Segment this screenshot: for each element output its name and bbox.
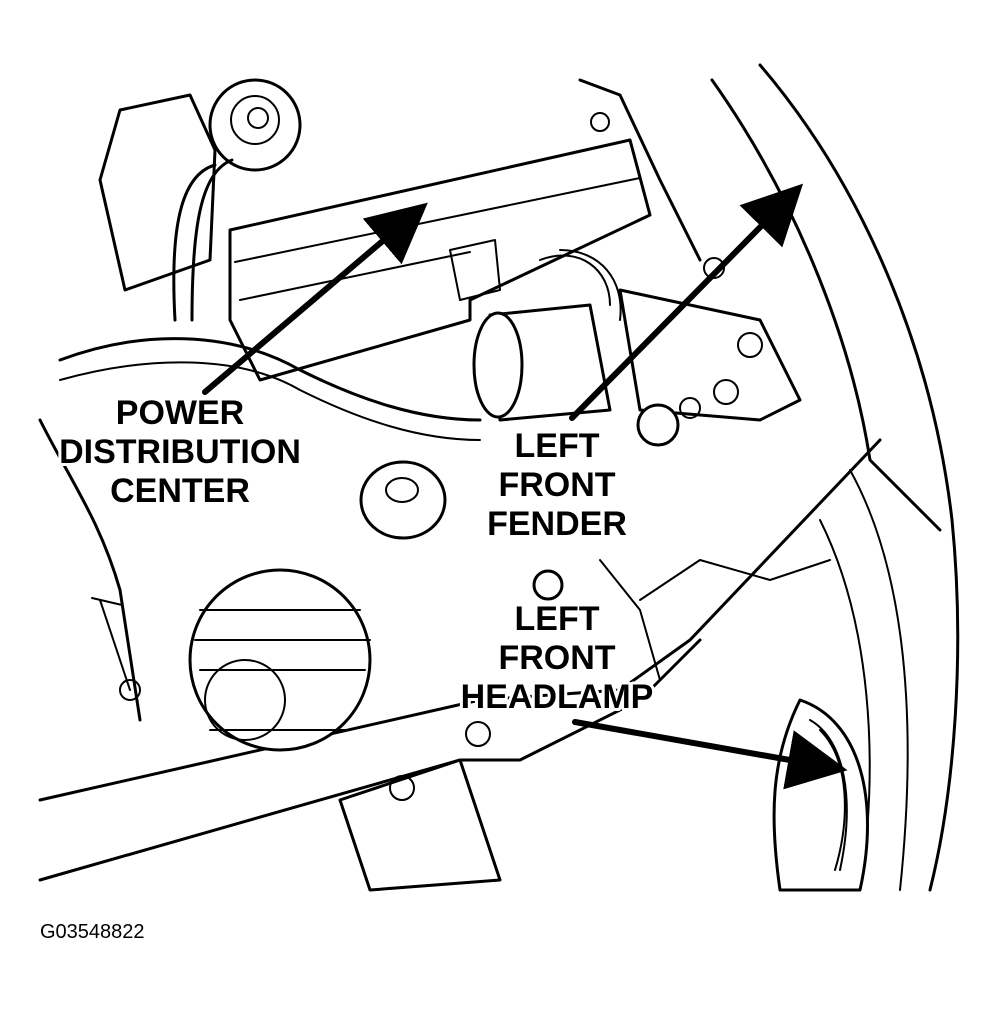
- oil-filler-cap-center: [385, 477, 419, 503]
- tensioner-bolt: [119, 679, 141, 701]
- fender-leader-arrow: [569, 183, 804, 421]
- callout-pdc-line-2: DISTRIBUTION: [59, 433, 301, 471]
- engine-block-left: [38, 418, 142, 722]
- fender-bolt-3: [679, 397, 701, 419]
- fender-inner-edge: [710, 78, 942, 532]
- lower-bracket: [338, 758, 502, 892]
- fender-bolt-2: [713, 379, 739, 405]
- overflow-hose: [172, 158, 234, 322]
- fender-bolt-1: [737, 332, 763, 358]
- reservoir-cap-center: [247, 107, 269, 129]
- large-bolt-head: [636, 403, 680, 447]
- support-bracket: [599, 559, 831, 681]
- reservoir-cap-inner: [230, 95, 280, 145]
- vacuum-hose: [539, 249, 622, 321]
- tensioner-arm: [91, 597, 131, 691]
- pdc-leader-arrow: [202, 202, 428, 395]
- bracket-bolt-1: [389, 775, 415, 801]
- hinge-bolt: [590, 112, 610, 132]
- callout-headlamp-line-1: LEFT: [515, 600, 600, 638]
- wiring-harness-2: [59, 361, 481, 441]
- callout-pdc-line-1: POWER: [116, 394, 244, 432]
- oil-filler-cap: [359, 460, 447, 540]
- fender-outer-edge: [758, 63, 960, 892]
- reservoir-cap-outer: [208, 78, 302, 172]
- fender-mount-bracket: [618, 288, 802, 422]
- callout-fender-line-1: LEFT: [515, 427, 600, 465]
- hood-hinge: [578, 78, 702, 262]
- pdc-lid-edge: [234, 177, 641, 301]
- pdc-latch: [449, 239, 501, 301]
- callout-left-front-headlamp: LEFT FRONT HEADLAMP: [458, 597, 657, 719]
- callout-fender-line-2: FRONT: [498, 466, 615, 504]
- callout-power-distribution-center: POWER DISTRIBUTION CENTER: [56, 391, 304, 513]
- reservoir-body: [98, 93, 217, 292]
- wiring-harness: [58, 337, 482, 422]
- callout-left-front-fender: LEFT FRONT FENDER: [484, 424, 630, 546]
- headlamp-area-bolt: [532, 569, 564, 601]
- alternator-pulley: [204, 659, 286, 741]
- wheel-well-arc: [849, 469, 909, 891]
- callout-pdc-line-3: CENTER: [110, 472, 250, 510]
- engine-bay-illustration: [38, 63, 960, 892]
- figure-id: G03548822: [40, 921, 145, 943]
- alternator-fins: [194, 609, 371, 731]
- bracket-bolt-2: [465, 721, 491, 747]
- callout-headlamp-line-2: FRONT: [498, 639, 615, 677]
- vacuum-actuator-face: [472, 311, 524, 419]
- callout-headlamp-line-3: HEADLAMP: [461, 678, 654, 716]
- callout-fender-line-3: FENDER: [487, 505, 627, 543]
- headlamp-leader-arrow: [572, 719, 848, 790]
- power-distribution-center-box: [228, 138, 652, 382]
- leader-arrows: [202, 183, 848, 790]
- alternator-body: [188, 568, 372, 752]
